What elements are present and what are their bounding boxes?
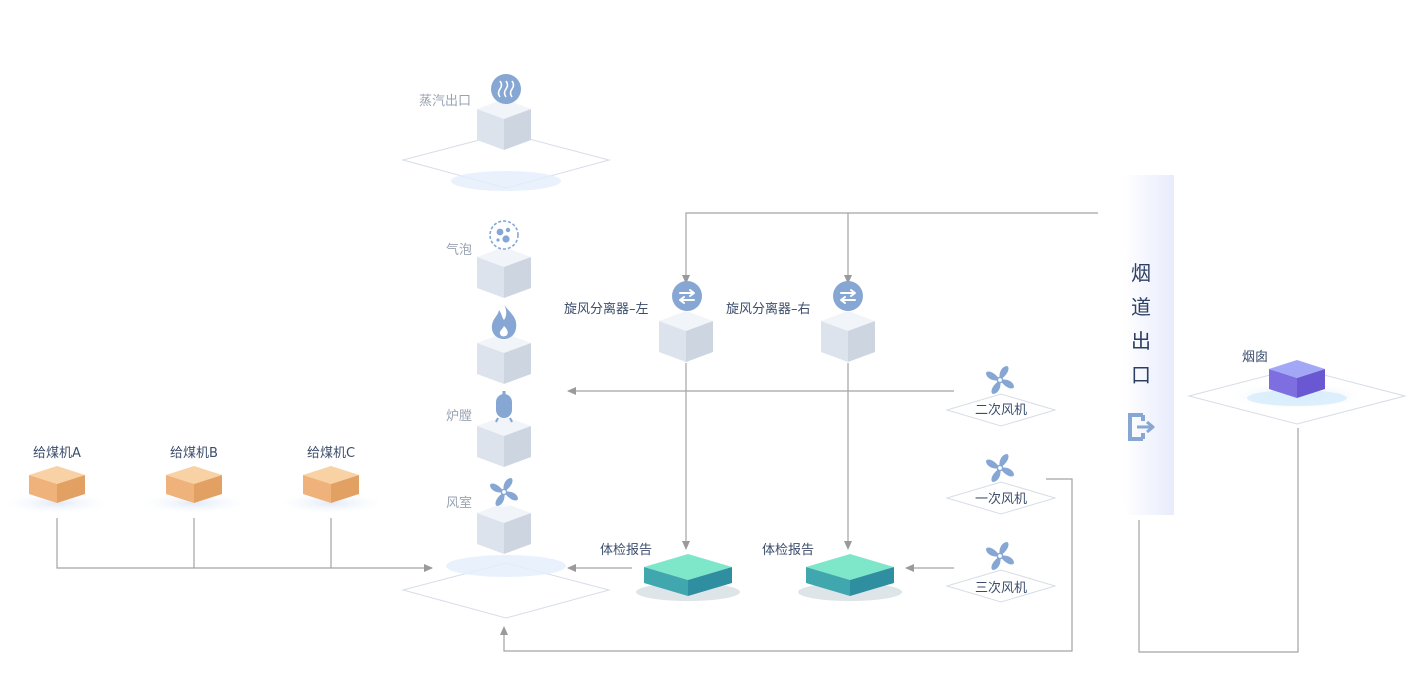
connector-lines xyxy=(56,212,1299,653)
swap-arrows-icon xyxy=(672,281,702,311)
flue-outlet-title: 烟 道 出 口 xyxy=(1129,256,1153,392)
fan-tertiary-label: 三次风机 xyxy=(974,581,1028,596)
wind-chamber-label: 风室 xyxy=(446,496,473,511)
fan-secondary-platform xyxy=(945,393,1057,427)
feeder-b-cube xyxy=(144,466,244,513)
bubbles-icon xyxy=(489,220,519,250)
flue-outlet-char: 道 xyxy=(1131,295,1151,319)
exit-icon[interactable] xyxy=(1126,412,1160,442)
fan-primary-label: 一次风机 xyxy=(974,492,1028,507)
feeder-c-label: 给煤机C xyxy=(306,446,356,461)
steam-outlet-label: 蒸汽出口 xyxy=(419,94,472,109)
feeder-bus-line xyxy=(56,518,433,572)
steam-platform xyxy=(401,132,611,191)
bubble-label: 气泡 xyxy=(446,243,473,258)
fan-secondary-label: 二次风机 xyxy=(974,403,1028,418)
cyclone-right-cube xyxy=(821,311,875,362)
wind-chamber-cube xyxy=(477,503,531,554)
swap-arrows-icon xyxy=(833,281,863,311)
chimney-link xyxy=(1138,428,1299,653)
fan-icon xyxy=(986,542,1014,570)
feeder-c-cube xyxy=(281,466,381,513)
steam-icon xyxy=(491,74,521,104)
chamber-platform xyxy=(401,555,611,619)
chimney-block xyxy=(1269,360,1325,398)
flue-outlet-panel xyxy=(1124,175,1174,515)
flue-top-line xyxy=(682,212,1098,284)
flue-outlet-char: 烟 xyxy=(1131,261,1151,285)
report-right-label[interactable]: 体检报告 xyxy=(762,543,815,558)
fan-icon xyxy=(489,477,519,507)
primary-air-loop xyxy=(500,478,1073,652)
flue-outlet-char: 出 xyxy=(1131,329,1151,353)
fan-tertiary-platform xyxy=(945,569,1057,603)
cyclone-left-cube xyxy=(659,311,713,362)
fan-primary-platform xyxy=(945,481,1057,515)
report-left-slab xyxy=(636,554,740,601)
feeder-a-cube xyxy=(7,466,107,513)
bubble-cube xyxy=(477,247,531,298)
tank-icon xyxy=(495,391,513,423)
chimney-label: 烟囱 xyxy=(1242,350,1269,365)
fan-icon xyxy=(986,366,1014,394)
report-left-label[interactable]: 体检报告 xyxy=(600,543,653,558)
cyclone-right-label: 旋风分离器–右 xyxy=(726,302,811,317)
furnace-label: 炉膛 xyxy=(446,409,473,424)
furnace-cube xyxy=(477,416,531,467)
steam-outlet-cube xyxy=(477,99,531,150)
fan-icon xyxy=(986,454,1014,482)
report-right-slab xyxy=(798,554,902,601)
feeder-b-label: 给煤机B xyxy=(170,446,218,461)
cyclone-left-label: 旋风分离器–左 xyxy=(564,302,649,317)
flue-outlet-char: 口 xyxy=(1131,363,1151,387)
flame-cube xyxy=(477,333,531,384)
flame-icon xyxy=(491,304,517,339)
feeder-a-label: 给煤机A xyxy=(33,446,81,461)
